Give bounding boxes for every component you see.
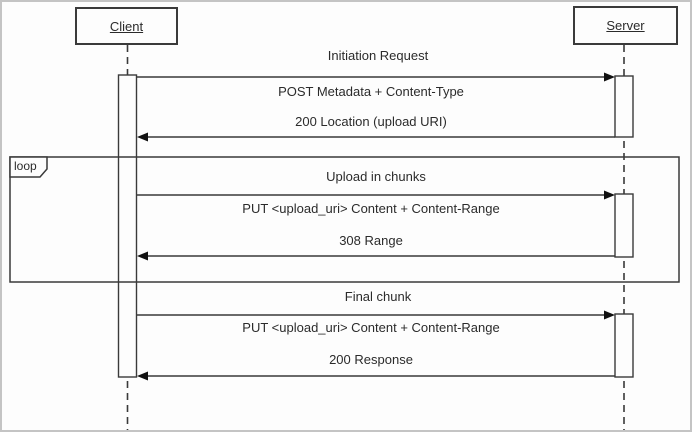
exchange-3-title: Final chunk (344, 289, 412, 304)
client-activation-bar (117, 74, 138, 378)
server-activation-bar-3 (614, 313, 634, 378)
exchange-3-request-label: PUT <upload_uri> Content + Content-Range (242, 320, 500, 335)
loop-fragment-label: loop (14, 159, 37, 173)
client-actor-box: Client (75, 7, 178, 45)
response-arrowhead-1 (137, 132, 148, 142)
exchange-1-response-label: 200 Location (upload URI) (295, 114, 447, 129)
request-arrowhead-2 (604, 190, 615, 200)
response-arrowhead-3 (137, 371, 148, 381)
request-arrowhead-3 (604, 310, 615, 320)
exchange-1-request-label: POST Metadata + Content-Type (278, 84, 464, 99)
exchange-1-title: Initiation Request (327, 48, 429, 63)
response-arrowhead-2 (137, 251, 148, 261)
exchange-3-response-label: 200 Response (329, 352, 413, 367)
server-activation-bar-2 (614, 193, 634, 258)
loop-fragment-frame (9, 156, 680, 283)
request-arrowhead-1 (604, 72, 615, 82)
exchange-2-title: Upload in chunks (326, 169, 426, 184)
loop-fragment-pentagon (9, 156, 48, 178)
client-actor-label: Client (109, 18, 144, 34)
exchange-2-response-label: 308 Range (339, 233, 403, 248)
exchange-2-request-label: PUT <upload_uri> Content + Content-Range (242, 201, 500, 216)
server-actor-box: Server (573, 6, 678, 45)
server-actor-label: Server (606, 18, 645, 33)
server-activation-bar-1 (614, 75, 634, 138)
